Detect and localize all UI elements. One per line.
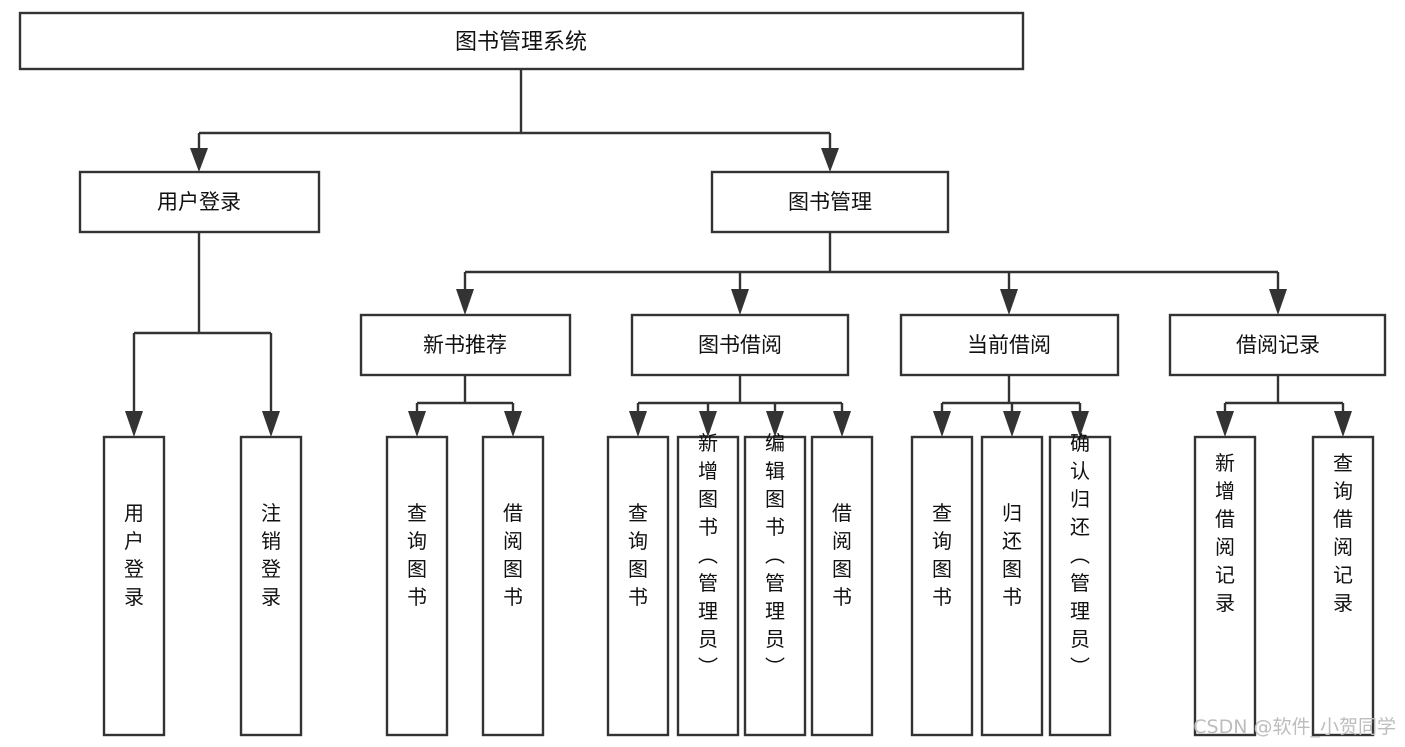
arrow-head-leaf-add-book (699, 411, 717, 437)
node-leaf-query-book-3-box[interactable] (910, 435, 974, 737)
node-root[interactable]: 图书管理系统 (18, 11, 1025, 71)
arrow-head-new-book-rec (456, 289, 474, 315)
node-new-book-rec[interactable]: 新书推荐 (359, 313, 572, 377)
node-book-manage-box[interactable] (710, 170, 950, 234)
node-leaf-edit-book-box[interactable] (743, 435, 807, 737)
arrow-head-leaf-query-book-2 (629, 411, 647, 437)
node-leaf-add-record-box[interactable] (1193, 435, 1257, 737)
node-leaf-logout-label: 注销登录 (261, 501, 281, 609)
node-leaf-return-book-label: 归还图书 (1002, 501, 1022, 609)
node-leaf-confirm-return[interactable]: 确认归还︵管理员︶ (1048, 431, 1112, 737)
node-leaf-borrow-book-2-box[interactable] (810, 435, 874, 737)
node-leaf-borrow-book-2[interactable]: 借阅图书 (810, 435, 874, 737)
node-leaf-add-book-label: 新增图书︵管理员︶ (698, 431, 718, 679)
node-leaf-confirm-return-label: 确认归还︵管理员︶ (1070, 431, 1090, 679)
arrow-head-leaf-borrow-book-1 (504, 411, 522, 437)
node-current-borrow-label: 当前借阅 (967, 333, 1051, 357)
node-leaf-borrow-book-1-box[interactable] (481, 435, 545, 737)
node-leaf-logout-box[interactable] (239, 435, 303, 737)
node-book-borrow-label: 图书借阅 (698, 333, 782, 357)
arrow-head-leaf-return-book (1003, 411, 1021, 437)
arrow-head-leaf-query-book-1 (408, 411, 426, 437)
node-leaf-query-record-box[interactable] (1311, 435, 1375, 737)
node-user-login-box[interactable] (78, 170, 321, 234)
node-leaf-borrow-book-2-label: 借阅图书 (832, 501, 852, 609)
arrow-head-leaf-logout (262, 411, 280, 437)
node-leaf-query-book-3[interactable]: 查询图书 (910, 435, 974, 737)
node-current-borrow-box[interactable] (899, 313, 1120, 377)
node-leaf-query-book-1-box[interactable] (385, 435, 449, 737)
node-leaf-edit-book[interactable]: 编辑图书︵管理员︶ (743, 431, 807, 737)
node-book-borrow[interactable]: 图书借阅 (630, 313, 850, 377)
arrow-head-leaf-add-record (1216, 411, 1234, 437)
node-book-manage-label: 图书管理 (788, 190, 872, 214)
arrow-head-leaf-edit-book (766, 411, 784, 437)
node-book-borrow-box[interactable] (630, 313, 850, 377)
node-leaf-query-record-label: 查询借阅记录 (1333, 451, 1353, 615)
arrow-head-leaf-user-login (125, 411, 143, 437)
node-leaf-query-book-2[interactable]: 查询图书 (606, 435, 670, 737)
node-leaf-user-login[interactable]: 用户登录 (102, 435, 166, 737)
node-root-label: 图书管理系统 (455, 30, 587, 55)
node-new-book-rec-box[interactable] (359, 313, 572, 377)
node-root-box[interactable] (18, 11, 1025, 71)
node-leaf-borrow-book-1[interactable]: 借阅图书 (481, 435, 545, 737)
connector-layer (125, 69, 1352, 437)
node-leaf-add-book[interactable]: 新增图书︵管理员︶ (676, 431, 740, 737)
node-borrow-record-label: 借阅记录 (1236, 333, 1320, 357)
node-leaf-query-book-1-label: 查询图书 (407, 501, 427, 609)
node-leaf-add-record[interactable]: 新增借阅记录 (1193, 435, 1257, 737)
node-user-login-label: 用户登录 (157, 190, 241, 214)
arrow-head-leaf-query-book-3 (933, 411, 951, 437)
node-book-manage[interactable]: 图书管理 (710, 170, 950, 234)
node-leaf-return-book-box[interactable] (980, 435, 1044, 737)
arrow-head-current-borrow (1000, 289, 1018, 315)
node-leaf-confirm-return-box[interactable] (1048, 435, 1112, 737)
node-borrow-record-box[interactable] (1168, 313, 1387, 377)
node-borrow-record[interactable]: 借阅记录 (1168, 313, 1387, 377)
node-leaf-add-book-box[interactable] (676, 435, 740, 737)
node-new-book-rec-label: 新书推荐 (423, 333, 507, 357)
node-leaf-query-book-2-box[interactable] (606, 435, 670, 737)
node-leaf-query-book-2-label: 查询图书 (628, 501, 648, 609)
node-leaf-query-book-1[interactable]: 查询图书 (385, 435, 449, 737)
node-leaf-borrow-book-1-label: 借阅图书 (503, 501, 523, 609)
csdn-watermark: CSDN @软件_小贺同学 (1193, 716, 1396, 738)
node-leaf-query-book-3-label: 查询图书 (932, 501, 952, 609)
arrow-head-leaf-confirm-return (1071, 411, 1089, 437)
node-current-borrow[interactable]: 当前借阅 (899, 313, 1120, 377)
arrow-head-leaf-borrow-book-2 (833, 411, 851, 437)
node-leaf-user-login-box[interactable] (102, 435, 166, 737)
node-leaf-user-login-label: 用户登录 (124, 501, 144, 609)
node-user-login[interactable]: 用户登录 (78, 170, 321, 234)
node-leaf-logout[interactable]: 注销登录 (239, 435, 303, 737)
node-leaf-return-book[interactable]: 归还图书 (980, 435, 1044, 737)
node-leaf-add-record-label: 新增借阅记录 (1215, 451, 1235, 615)
arrow-head-book-manage (821, 148, 839, 172)
node-leaf-query-record[interactable]: 查询借阅记录 (1311, 435, 1375, 737)
arrow-head-book-borrow (731, 289, 749, 315)
arrow-head-leaf-query-record (1334, 411, 1352, 437)
arrow-head-user-login (190, 148, 208, 172)
node-leaf-edit-book-label: 编辑图书︵管理员︶ (765, 431, 785, 679)
arrow-head-borrow-record (1269, 289, 1287, 315)
